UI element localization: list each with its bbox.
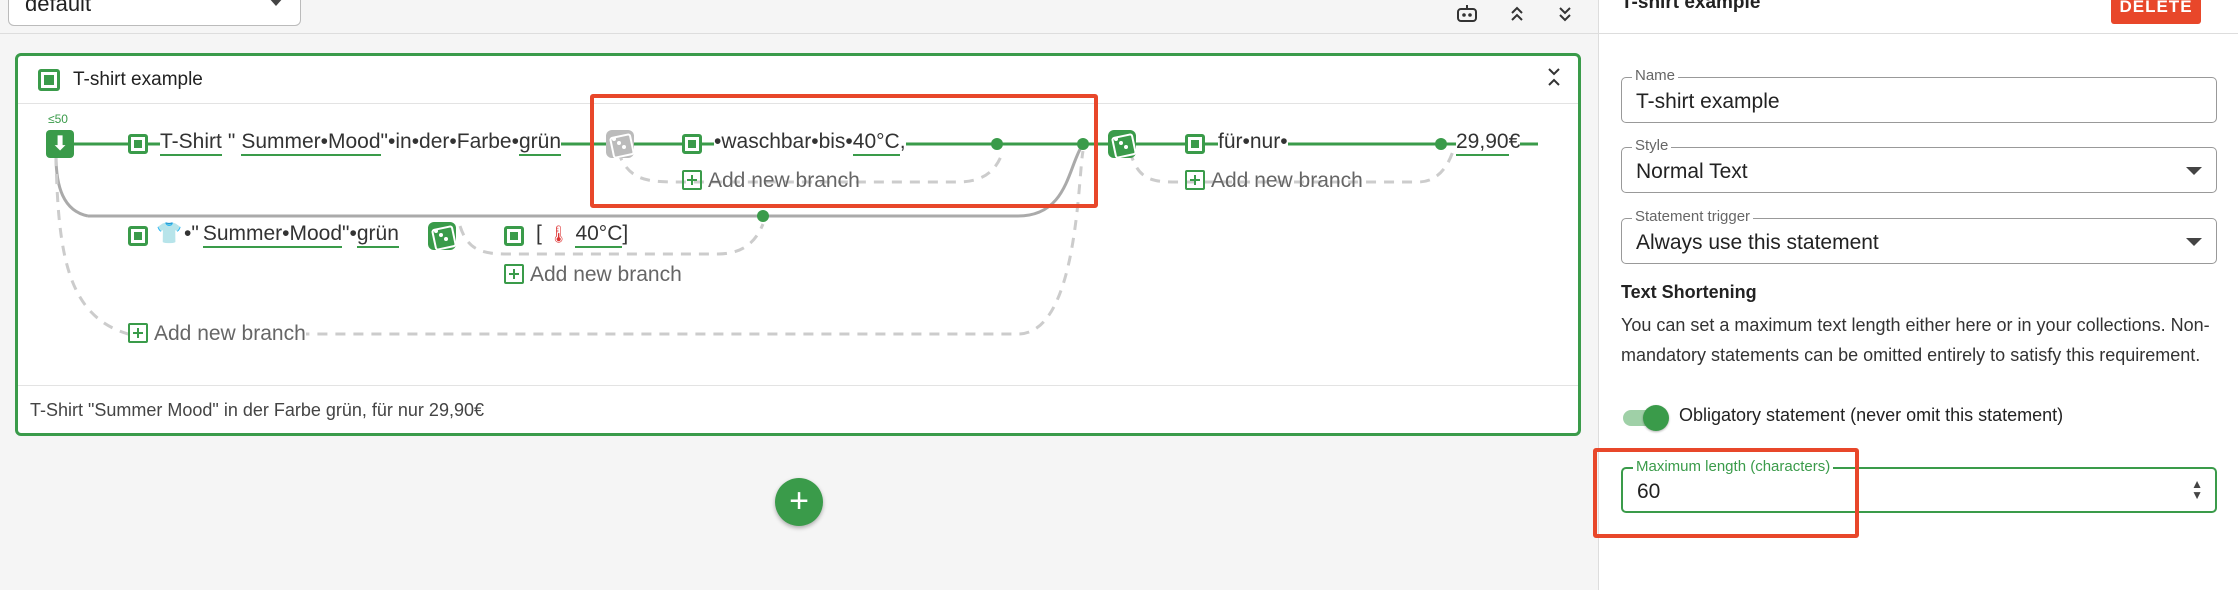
toggle-label: Obligatory statement (never omit this st…: [1679, 405, 2064, 425]
row1-tokens-b: •waschbar•bis•40°C,: [714, 130, 906, 160]
style-select[interactable]: default: [8, 0, 301, 26]
row1-tokens: T-Shirt"Summer•Mood"•in•der•Farbe•grün: [160, 130, 561, 160]
token[interactable]: 40°C: [575, 222, 623, 248]
statement-card: T-shirt example ≤50 ⬇: [15, 53, 1581, 436]
field-label: Maximum length (characters): [1633, 458, 1834, 475]
field-value: Always use this statement: [1636, 231, 1879, 254]
chevron-down-icon: [2186, 167, 2202, 175]
row1-tokens-c: für•nur•: [1218, 130, 1288, 160]
panel-title: T-shirt example: [1621, 0, 1761, 13]
robot-icon[interactable]: [1450, 0, 1484, 28]
node-checkbox[interactable]: [1185, 134, 1205, 154]
delete-button[interactable]: DELETE: [2111, 0, 2201, 24]
token[interactable]: grün: [518, 130, 561, 156]
dice-icon[interactable]: [1108, 130, 1136, 158]
text-shortening-heading: Text Shortening: [1621, 282, 1757, 302]
dice-icon[interactable]: [606, 130, 634, 158]
add-branch-button[interactable]: Add new branch: [1185, 169, 1363, 193]
token[interactable]: €: [1508, 130, 1521, 153]
trigger-dropdown[interactable]: Statement trigger Always use this statem…: [1621, 208, 2217, 264]
token[interactable]: für•nur•: [1218, 130, 1288, 153]
node-checkbox[interactable]: [128, 226, 148, 246]
plus-icon: [128, 323, 148, 343]
token[interactable]: grün: [356, 222, 399, 248]
add-branch-button[interactable]: Add new branch: [682, 169, 860, 193]
preview-row: T-Shirt "Summer Mood" in der Farbe grün,…: [18, 385, 1578, 433]
field-value: Normal Text: [1636, 160, 1748, 183]
token[interactable]: •": [184, 222, 199, 245]
editor-canvas: default T-shirt example: [0, 0, 1598, 590]
token[interactable]: ,: [899, 130, 906, 153]
token[interactable]: Summer•Mood: [241, 130, 381, 156]
preview-text: T-Shirt "Summer Mood" in der Farbe grün,…: [30, 400, 484, 420]
token[interactable]: 40°C: [852, 130, 900, 156]
field-value: T-shirt example: [1636, 90, 1780, 113]
add-branch-button[interactable]: Add new branch: [504, 263, 682, 287]
dice-icon[interactable]: [428, 222, 456, 250]
chevron-down-icon: [2186, 238, 2202, 246]
style-select-value: default: [25, 0, 92, 16]
collapse-all-icon[interactable]: [1500, 0, 1534, 28]
expand-all-icon[interactable]: [1548, 0, 1582, 28]
name-field[interactable]: Name T-shirt example: [1621, 67, 2217, 123]
card-title: T-shirt example: [73, 69, 203, 90]
statement-checkbox[interactable]: [38, 69, 60, 91]
plus-icon: [682, 170, 702, 190]
text-shortening-description: You can set a maximum text length either…: [1621, 315, 2210, 365]
token[interactable]: ": [227, 130, 236, 153]
row2-tokens: •"Summer•Mood"•grün: [184, 222, 399, 252]
node-checkbox[interactable]: [128, 134, 148, 154]
token[interactable]: 29,90: [1456, 130, 1509, 156]
stepper-icon[interactable]: ▲▼: [2191, 477, 2203, 502]
field-value: 60: [1637, 480, 1661, 503]
row1-tokens-d: 29,90€: [1456, 130, 1521, 160]
field-label: Style: [1632, 137, 1672, 154]
token[interactable]: ]: [622, 222, 629, 245]
chevron-down-icon: [268, 0, 284, 6]
field-label: Name: [1632, 67, 1679, 84]
collapse-icon[interactable]: [1546, 66, 1562, 89]
editor-toolbar: default: [0, 0, 1598, 34]
token[interactable]: Summer•Mood: [202, 222, 343, 248]
obligatory-toggle[interactable]: [1621, 405, 1669, 431]
row2-tokens-b: [ 🌡 40°C]: [536, 222, 629, 252]
node-checkbox[interactable]: [504, 226, 524, 246]
token[interactable]: "•in•der•Farbe•: [380, 130, 519, 153]
token[interactable]: "•: [342, 222, 357, 245]
panel-header: T-shirt example DELETE: [1599, 0, 2238, 34]
add-statement-button[interactable]: +: [775, 478, 823, 526]
card-header: T-shirt example: [18, 56, 1578, 104]
start-arrow-icon[interactable]: ⬇: [46, 130, 74, 158]
node-checkbox[interactable]: [682, 134, 702, 154]
tshirt-icon: 👕: [156, 222, 183, 245]
field-label: Statement trigger: [1632, 208, 1754, 225]
limit-label: ≤50: [48, 112, 68, 126]
token[interactable]: •waschbar•bis•: [714, 130, 853, 153]
add-branch-button[interactable]: Add new branch: [128, 322, 306, 346]
max-length-input[interactable]: Maximum length (characters) 60 ▲▼: [1621, 458, 2217, 513]
plus-icon: [1185, 170, 1205, 190]
properties-panel: T-shirt example DELETE Name T-shirt exam…: [1593, 0, 2238, 590]
thermometer-icon: 🌡: [547, 225, 570, 244]
token[interactable]: T-Shirt: [160, 130, 222, 156]
style-dropdown[interactable]: Style Normal Text: [1621, 137, 2217, 193]
plus-icon: [504, 264, 524, 284]
token[interactable]: [: [536, 222, 542, 245]
